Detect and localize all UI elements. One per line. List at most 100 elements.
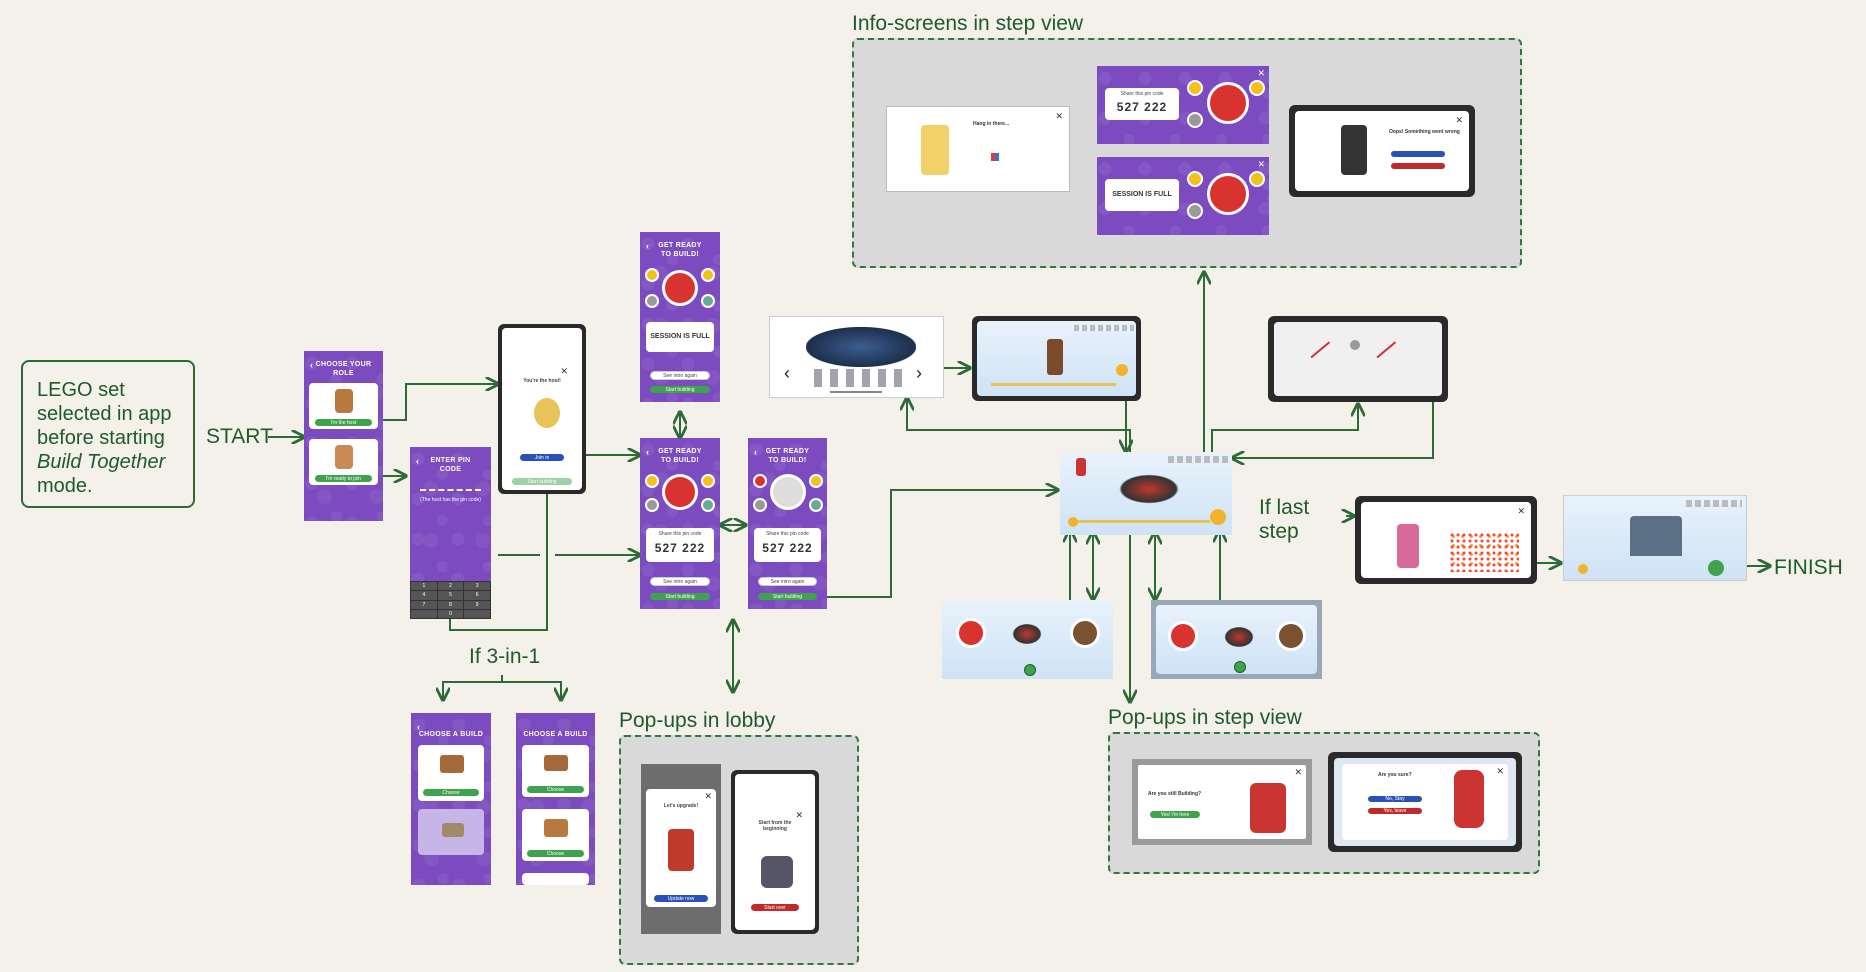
start-building-button[interactable]: Start building xyxy=(650,386,710,393)
host-dialog: ✕ You're the host! Join in xyxy=(512,364,572,470)
avatar-small xyxy=(645,268,659,282)
build-option[interactable] xyxy=(418,809,484,855)
secondary-button[interactable] xyxy=(1391,163,1445,169)
close-icon[interactable]: ✕ xyxy=(1455,115,1463,125)
close-icon[interactable]: ✕ xyxy=(795,810,803,820)
see-intro-button[interactable]: See intro again xyxy=(650,371,710,380)
see-intro-button[interactable]: See intro again xyxy=(650,577,710,586)
keypad-key[interactable]: 3 xyxy=(464,582,490,591)
avatar-small xyxy=(701,268,715,282)
close-icon[interactable]: ✕ xyxy=(1257,159,1265,169)
build-option[interactable]: Choose xyxy=(522,809,589,861)
finish-check-icon[interactable] xyxy=(1708,560,1724,576)
last-step-phone: ✕ xyxy=(1355,496,1537,584)
choose-button[interactable]: Choose xyxy=(527,850,584,857)
choose-label: Choose xyxy=(546,851,565,857)
role-card-join[interactable]: I'm ready to join xyxy=(309,439,378,485)
chevron-left-icon[interactable]: ‹ xyxy=(784,363,790,383)
final-model-view xyxy=(1563,495,1747,581)
close-icon[interactable]: ✕ xyxy=(1294,767,1302,777)
back-icon[interactable]: ‹ xyxy=(416,456,419,466)
keypad-key[interactable]: 7 xyxy=(411,600,437,609)
next-step-button[interactable] xyxy=(1210,509,1226,525)
back-icon[interactable]: ‹ xyxy=(646,447,649,457)
prev-step-button[interactable] xyxy=(1068,517,1078,527)
settings-phone xyxy=(1268,316,1448,402)
keypad-key[interactable] xyxy=(464,609,490,618)
yes-leave-button[interactable]: Yes, leave xyxy=(1368,808,1422,814)
host-button[interactable]: I'm the host xyxy=(315,419,372,426)
share-pin-text: Share this pin code xyxy=(766,531,809,537)
minifig-icon xyxy=(1250,783,1286,833)
build-option[interactable]: Choose xyxy=(522,745,589,797)
back-icon[interactable]: ‹ xyxy=(310,360,313,370)
screen-enter-pin: ‹ ENTER PIN CODE (The host has the pin c… xyxy=(410,447,491,619)
yes-leave-label: Yes, leave xyxy=(1383,808,1407,814)
keypad-key[interactable]: 1 xyxy=(411,582,437,591)
note-line: selected in app xyxy=(37,403,172,425)
minifig-icon xyxy=(335,389,353,413)
next-step-button[interactable] xyxy=(1116,364,1128,376)
join-in-button[interactable]: Join in xyxy=(520,454,564,461)
close-icon[interactable]: ✕ xyxy=(704,791,712,801)
close-icon[interactable]: ✕ xyxy=(1496,766,1504,776)
keypad-key[interactable]: 8 xyxy=(437,600,464,609)
join-button[interactable]: I'm ready to join xyxy=(315,475,372,482)
start-building-button[interactable]: Start building xyxy=(758,593,817,600)
choose-button[interactable]: Choose xyxy=(423,789,479,796)
prev-step-button[interactable] xyxy=(1578,564,1588,574)
dialog-heading: Oops! Something went wrong xyxy=(1389,129,1460,135)
role-card-host[interactable]: I'm the host xyxy=(309,383,378,429)
close-icon[interactable]: ✕ xyxy=(1257,68,1265,78)
keypad-key[interactable] xyxy=(411,609,437,618)
still-building-dialog: ✕ Are you still Building? Yes! I'm here xyxy=(1138,765,1306,839)
close-icon[interactable]: ✕ xyxy=(1055,111,1063,121)
note-line: before starting xyxy=(37,427,165,449)
scroll-bar[interactable] xyxy=(830,391,882,393)
avatar-player xyxy=(1070,618,1100,648)
primary-button[interactable] xyxy=(1391,151,1445,157)
start-building-button[interactable]: Start building xyxy=(512,478,572,485)
info-pin-card: ✕ Share this pin code 527 222 xyxy=(1097,66,1269,144)
note-line-emphasis: Build Together xyxy=(37,451,166,473)
share-pin-text: Share this pin code xyxy=(658,531,702,537)
start-building-button[interactable]: Start building xyxy=(650,593,710,600)
choose-label: Choose xyxy=(442,790,460,796)
no-stay-button[interactable]: No, Stay xyxy=(1368,796,1422,802)
keypad-key[interactable]: 9 xyxy=(464,600,490,609)
close-icon[interactable]: ✕ xyxy=(560,366,568,376)
keypad-key[interactable]: 6 xyxy=(464,591,490,600)
avatar-small xyxy=(645,498,659,512)
yes-here-button[interactable]: Yes! I'm here xyxy=(1150,811,1200,818)
back-icon[interactable]: ‹ xyxy=(754,447,757,457)
see-intro-button[interactable]: See intro again xyxy=(758,577,817,586)
session-full-text: SESSION IS FULL xyxy=(650,333,710,340)
close-icon[interactable]: ✕ xyxy=(1517,506,1525,516)
avatar-small xyxy=(1249,171,1265,187)
note-line: LEGO set xyxy=(37,379,125,401)
update-now-button[interactable]: Update now xyxy=(654,895,708,902)
build-option[interactable]: Choose xyxy=(418,745,484,801)
choose-button[interactable]: Choose xyxy=(527,786,584,793)
back-icon[interactable]: ‹ xyxy=(646,241,649,251)
keypad-key[interactable]: 4 xyxy=(411,591,437,600)
keypad-key[interactable]: 5 xyxy=(437,591,464,600)
share-pin-text: Share this pin code xyxy=(1120,91,1164,97)
popups-lobby-label: Pop-ups in lobby xyxy=(619,709,776,732)
avatar-small xyxy=(809,498,823,512)
back-icon[interactable]: ‹ xyxy=(417,722,420,732)
build-model-icon xyxy=(440,755,464,773)
build-option[interactable] xyxy=(522,873,589,885)
start-over-button[interactable]: Start over xyxy=(751,904,799,911)
if-last-step-line: step xyxy=(1259,520,1299,544)
if-3in1-label: If 3-in-1 xyxy=(469,645,541,668)
screen-title: ENTER PIN CODE xyxy=(430,457,471,473)
keypad-key[interactable]: 0 xyxy=(437,609,464,618)
avatar-small xyxy=(1249,80,1265,96)
start-over-label: Start over xyxy=(764,905,786,911)
keypad-key[interactable]: 2 xyxy=(437,582,464,591)
chevron-right-icon[interactable]: › xyxy=(916,363,922,383)
minifig-icon xyxy=(335,445,353,469)
session-full-card: SESSION IS FULL xyxy=(646,322,714,352)
